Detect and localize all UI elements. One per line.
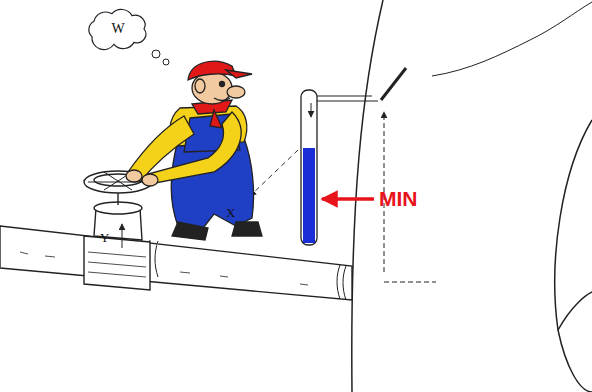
thought-text: W [82,8,154,50]
sight-line [250,150,298,196]
min-label: MIN [379,187,418,211]
dimension-label: X [226,205,235,221]
level-marking [381,68,436,282]
worker [126,61,262,240]
tank [352,0,592,392]
min-arrow [322,197,374,201]
valve [84,171,152,290]
dimension-label: Y [100,230,109,246]
thought-bubble: W [82,8,154,50]
level-gauge [301,90,378,245]
thought-trail [152,50,169,65]
y-arrow [122,224,123,248]
